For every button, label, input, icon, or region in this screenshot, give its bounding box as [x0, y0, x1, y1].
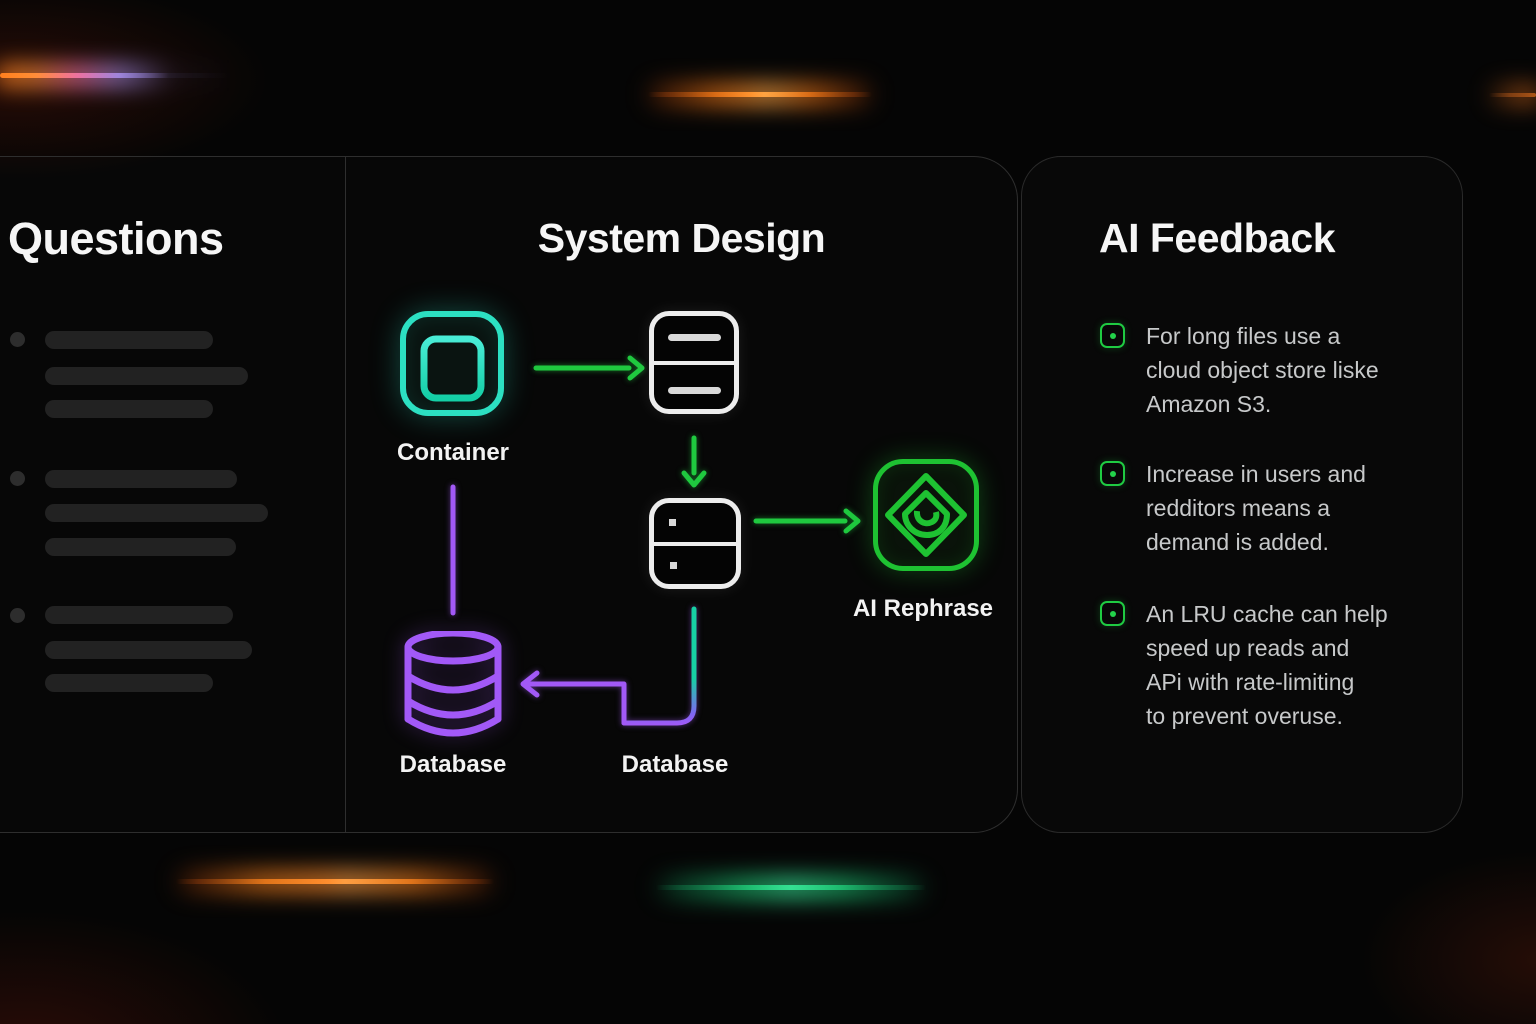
ai-rephrase-label: AI Rephrase — [852, 595, 994, 622]
skeleton-line — [45, 400, 213, 418]
feedback-item: Increase in users and redditors means a … — [1100, 457, 1366, 559]
server-node-top — [649, 311, 739, 414]
corner-haze-bottom-right — [1360, 850, 1536, 1024]
feedback-item: For long files use a cloud object store … — [1100, 319, 1379, 421]
skeleton-line — [45, 367, 248, 385]
questions-title: Questions — [8, 213, 224, 264]
feedback-item: An LRU cache can help speed up reads and… — [1100, 597, 1388, 733]
checkbox-dot — [1109, 332, 1116, 339]
glow-line-bottom-green — [656, 885, 926, 890]
checkbox-dot-icon — [1100, 323, 1125, 348]
corner-haze-top-left — [0, 0, 270, 180]
questions-panel: Questions — [0, 156, 346, 833]
skeleton-line — [45, 641, 252, 659]
glow-line-top-center — [648, 92, 872, 97]
checkbox-dot-icon — [1100, 461, 1125, 486]
checkbox-dot — [1109, 470, 1116, 477]
skeleton-line — [45, 606, 233, 624]
server-slot-icon — [668, 387, 721, 394]
green-arrow-icon — [533, 355, 861, 534]
feedback-text: An LRU cache can help speed up reads and… — [1146, 601, 1388, 729]
ai-feedback-title: AI Feedback — [1099, 215, 1336, 261]
diamond-logo-icon — [885, 473, 967, 557]
corner-haze-bottom-left — [0, 910, 290, 1024]
diagram-wires — [450, 355, 861, 726]
container-label: Container — [396, 439, 510, 466]
feedback-text: Increase in users and redditors means a … — [1146, 461, 1366, 555]
container-node — [400, 311, 504, 416]
checkbox-dot — [1109, 610, 1116, 617]
skeleton-line — [45, 538, 236, 556]
bullet-icon — [10, 608, 25, 623]
server-divider — [654, 360, 734, 365]
server-slot-icon — [668, 334, 721, 341]
ai-rephrase-node — [873, 459, 979, 571]
server-node-middle — [649, 498, 741, 589]
server-led-icon — [670, 562, 677, 569]
calendar-icon — [420, 326, 485, 402]
ai-feedback-card: AI Feedback For long files use a cloud o… — [1021, 156, 1463, 833]
skeleton-line — [45, 674, 213, 692]
bullet-icon — [10, 471, 25, 486]
database-cylinder-icon — [404, 631, 502, 737]
purple-connector-icon — [450, 484, 697, 726]
checkbox-dot-icon — [1100, 601, 1125, 626]
glow-line-bottom-orange — [176, 879, 494, 884]
server-led-icon — [669, 519, 676, 526]
system-design-title: System Design — [537, 215, 826, 261]
system-design-card: System Design — [345, 156, 1018, 833]
glow-line-top-left — [0, 73, 228, 78]
skeleton-line — [45, 470, 237, 488]
bullet-icon — [10, 332, 25, 347]
server-divider — [654, 541, 736, 546]
feedback-text: For long files use a cloud object store … — [1146, 323, 1379, 417]
glow-line-top-right — [1489, 93, 1536, 97]
database-middle-label: Database — [621, 751, 729, 778]
skeleton-line — [45, 331, 213, 349]
database-left-label: Database — [399, 751, 507, 778]
skeleton-line — [45, 504, 268, 522]
